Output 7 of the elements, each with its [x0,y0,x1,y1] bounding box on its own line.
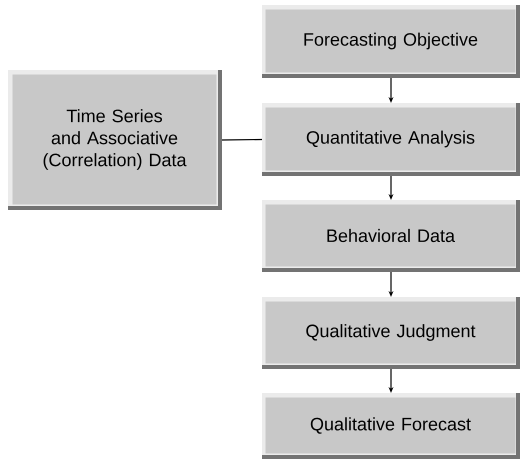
process-box: Forecasting Objective [262,5,520,78]
connector-line [222,138,262,141]
process-box: Behavioral Data [262,200,520,272]
process-box: Quantitative Analysis [262,103,520,176]
process-box: Qualitative Judgment [262,296,520,369]
process-box: Time Series and Associative (Correlation) Data [8,70,222,210]
process-box: Qualitative Forecast [262,392,520,459]
